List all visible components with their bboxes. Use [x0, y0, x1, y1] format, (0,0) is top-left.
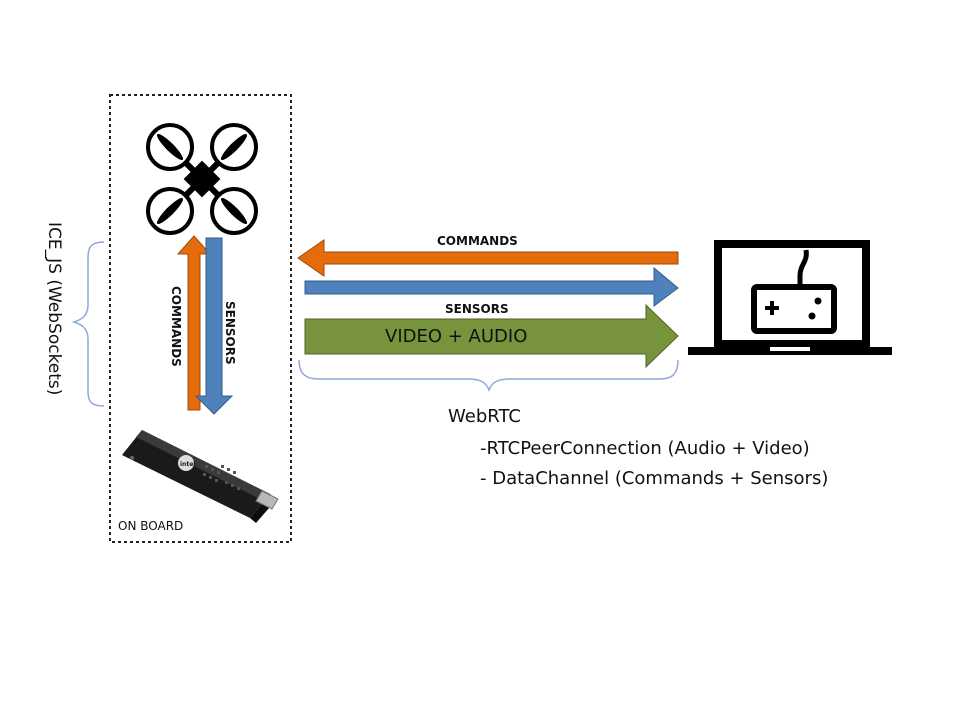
webrtc-line-1: -RTCPeerConnection (Audio + Video) [480, 438, 810, 459]
left-bracket-label: ICE_JS (WebSockets) [44, 222, 64, 395]
onboard-box [109, 94, 292, 543]
compute-stick-icon: intel [122, 430, 279, 523]
sensors-link-label: SENSORS [445, 302, 509, 316]
webrtc-line-2: - DataChannel (Commands + Sensors) [480, 468, 828, 489]
webrtc-bracket [298, 359, 679, 393]
webrtc-title: WebRTC [448, 406, 521, 427]
laptop-gamepad-icon [688, 240, 892, 355]
quadcopter-icon [146, 123, 258, 235]
onboard-label: ON BOARD [118, 519, 183, 533]
onboard-commands-arrow [176, 235, 212, 411]
commands-arrow [297, 239, 679, 277]
video-audio-arrow [304, 303, 679, 369]
onboard-sensors-label: SENSORS [223, 301, 237, 365]
left-bracket [71, 241, 105, 407]
onboard-commands-label: COMMANDS [169, 286, 183, 367]
svg-text:intel: intel [180, 461, 195, 468]
commands-link-label: COMMANDS [437, 234, 518, 248]
onboard-sensors-arrow [194, 237, 234, 415]
sensors-arrow [304, 266, 679, 307]
video-audio-label: VIDEO + AUDIO [385, 326, 527, 347]
